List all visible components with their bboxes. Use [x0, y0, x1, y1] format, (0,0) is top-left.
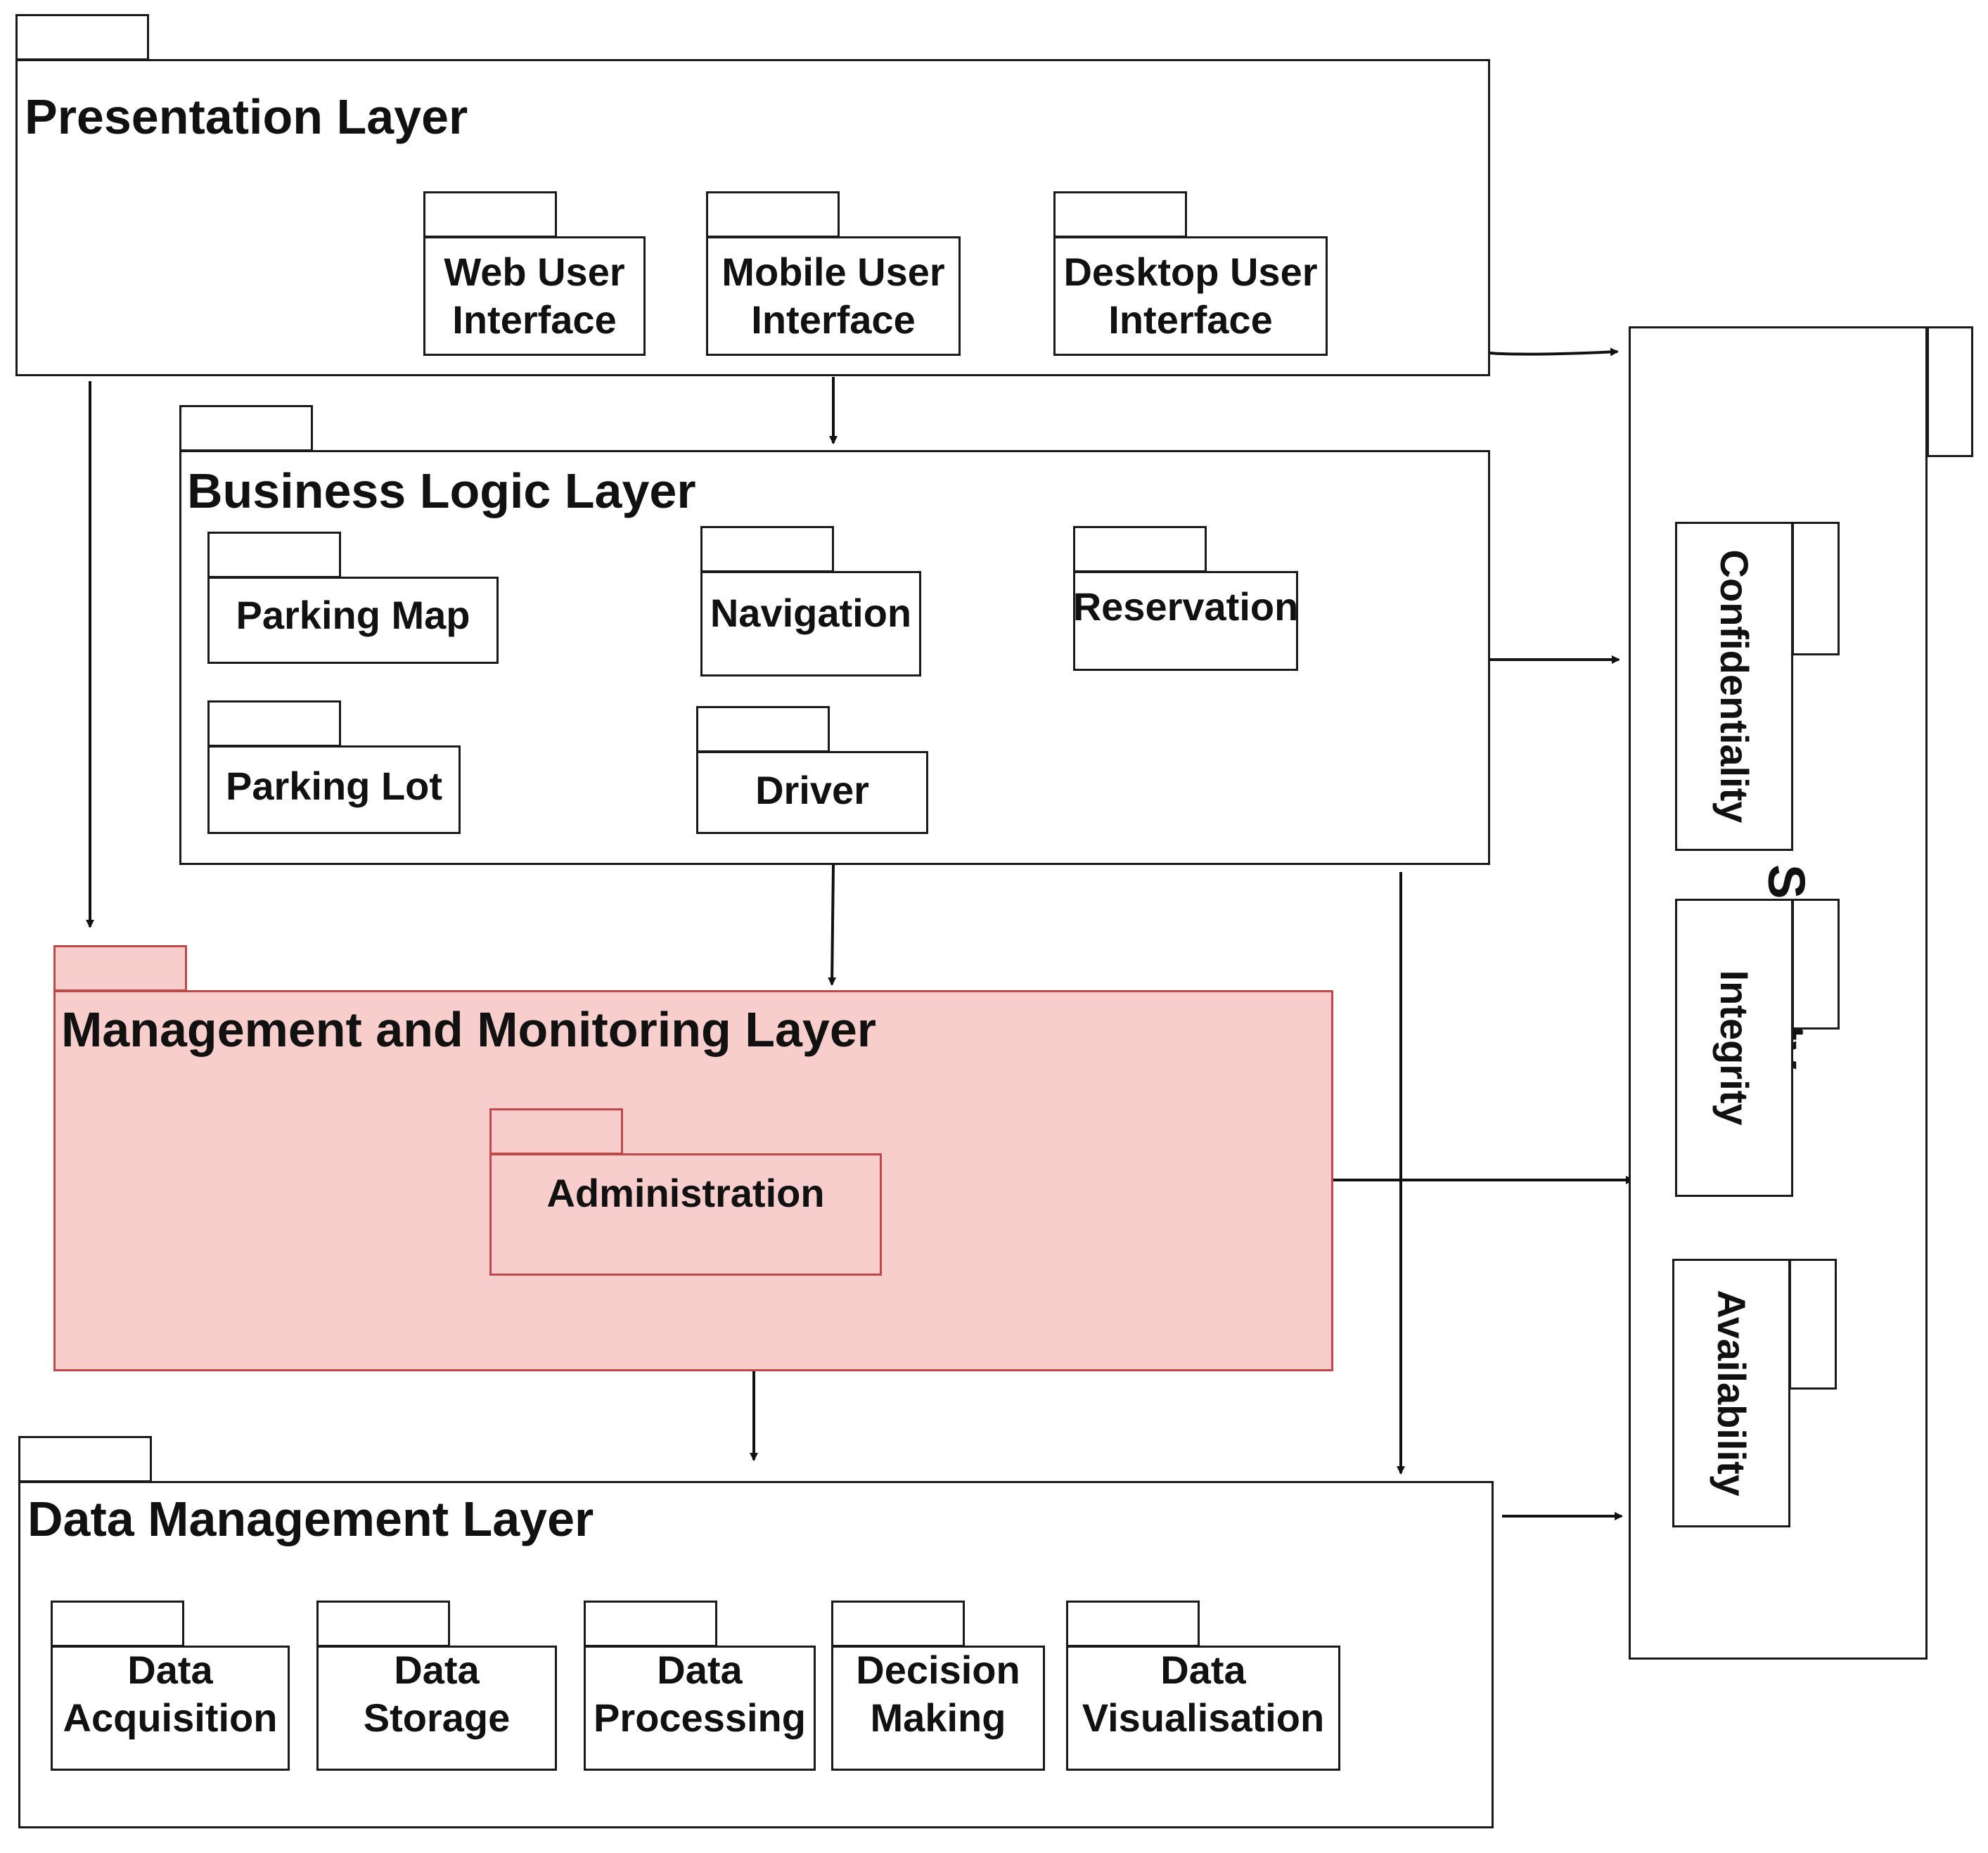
parking-map-label: Parking Map: [236, 592, 470, 637]
driver-package: Driver: [696, 751, 928, 834]
business-layer-title: Business Logic Layer: [187, 463, 696, 518]
availability-label: Availability: [1710, 1290, 1754, 1496]
data-processing-package: Data Processing: [584, 1646, 816, 1771]
administration-package-tab: [489, 1108, 623, 1155]
data-storage-package-tab: [316, 1601, 450, 1647]
desktop-ui-package: Desktop User Interface: [1053, 236, 1328, 356]
data-acquisition-label: Data Acquisition: [63, 1647, 278, 1740]
decision-making-label: Decision Making: [856, 1647, 1020, 1740]
parking-map-package: Parking Map: [207, 577, 499, 664]
administration-label: Administration: [546, 1170, 825, 1215]
data-visualisation-label: Data Visualisation: [1082, 1647, 1325, 1740]
confidentiality-package: [1675, 522, 1793, 851]
availability-package: [1672, 1259, 1790, 1527]
data-acquisition-package-tab: [51, 1601, 184, 1647]
integrity-package-tab: [1792, 899, 1840, 1030]
data-storage-label: Data Storage: [363, 1647, 511, 1740]
desktop-ui-label: Desktop User Interface: [1063, 249, 1318, 342]
availability-package-tab: [1789, 1259, 1837, 1390]
arrow-presentation-to-security: [1489, 347, 1619, 357]
data-processing-label: Data Processing: [594, 1647, 806, 1740]
data-visualisation-package: Data Visualisation: [1066, 1646, 1340, 1771]
decision-making-package-tab: [831, 1601, 965, 1647]
driver-label: Driver: [755, 767, 869, 812]
arrow-business-to-management: [828, 864, 837, 986]
data-visualisation-package-tab: [1066, 1601, 1200, 1647]
confidentiality-label: Confidentiality: [1712, 549, 1757, 823]
reservation-label: Reservation: [1072, 584, 1299, 629]
data-layer-title: Data Management Layer: [27, 1492, 594, 1546]
data-storage-package: Data Storage: [316, 1646, 557, 1771]
business-layer-tab: [179, 405, 313, 451]
mobile-ui-label: Mobile User Interface: [722, 249, 945, 342]
parking-lot-package-tab: [207, 700, 341, 747]
desktop-ui-package-tab: [1053, 191, 1187, 238]
management-layer-tab: [53, 945, 187, 992]
management-layer-title: Management and Monitoring Layer: [61, 1002, 876, 1057]
reservation-package-tab: [1073, 526, 1207, 572]
integrity-label: Integrity: [1712, 970, 1757, 1126]
confidentiality-package-tab: [1792, 522, 1840, 655]
integrity-package: [1675, 899, 1793, 1197]
mobile-ui-package: Mobile User Interface: [706, 236, 961, 356]
parking-lot-package: Parking Lot: [207, 745, 461, 834]
presentation-layer-title: Presentation Layer: [25, 89, 468, 144]
web-ui-package: Web User Interface: [423, 236, 646, 356]
parking-map-package-tab: [207, 532, 341, 578]
navigation-label: Navigation: [710, 590, 912, 635]
presentation-layer-tab: [15, 14, 149, 60]
parking-lot-label: Parking Lot: [225, 763, 443, 808]
data-acquisition-package: Data Acquisition: [51, 1646, 290, 1771]
reservation-package: Reservation: [1073, 571, 1298, 671]
web-ui-label: Web User Interface: [444, 249, 625, 342]
driver-package-tab: [696, 706, 830, 752]
mobile-ui-package-tab: [706, 191, 840, 238]
navigation-package: Navigation: [700, 571, 921, 677]
web-ui-package-tab: [423, 191, 557, 238]
administration-package: Administration: [489, 1153, 882, 1276]
decision-making-package: Decision Making: [831, 1646, 1045, 1771]
data-layer-tab: [18, 1436, 152, 1482]
data-processing-package-tab: [584, 1601, 717, 1647]
security-package-tab: [1927, 326, 1973, 457]
navigation-package-tab: [700, 526, 834, 572]
